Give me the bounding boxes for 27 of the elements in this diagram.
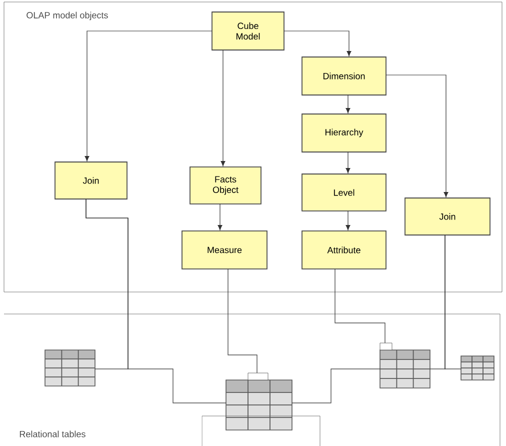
connector	[444, 234, 462, 370]
process-box: Join	[404, 198, 490, 236]
process-box: Attribute	[302, 230, 386, 270]
connector	[346, 94, 350, 114]
table-icon	[460, 356, 494, 380]
process-box: Cube Model	[212, 12, 284, 50]
table-icon	[380, 342, 430, 388]
connector	[220, 50, 226, 166]
process-box: Dimension	[302, 56, 386, 96]
connector	[86, 198, 226, 404]
table-icon	[226, 372, 292, 430]
connector	[84, 30, 212, 162]
connector	[218, 204, 222, 230]
process-box: Measure	[182, 230, 268, 270]
panel: Relational tables	[4, 314, 500, 446]
process-box: Facts Object	[190, 166, 262, 204]
connector	[228, 268, 258, 374]
process-box: Hierarchy	[302, 114, 386, 152]
connector	[284, 30, 352, 56]
connector	[292, 368, 380, 404]
connector	[346, 152, 350, 174]
table-icon	[44, 350, 96, 386]
connector	[334, 268, 386, 344]
process-box: Join	[54, 162, 128, 200]
process-box: Level	[302, 174, 386, 212]
connector	[386, 74, 448, 198]
connector	[346, 210, 350, 230]
